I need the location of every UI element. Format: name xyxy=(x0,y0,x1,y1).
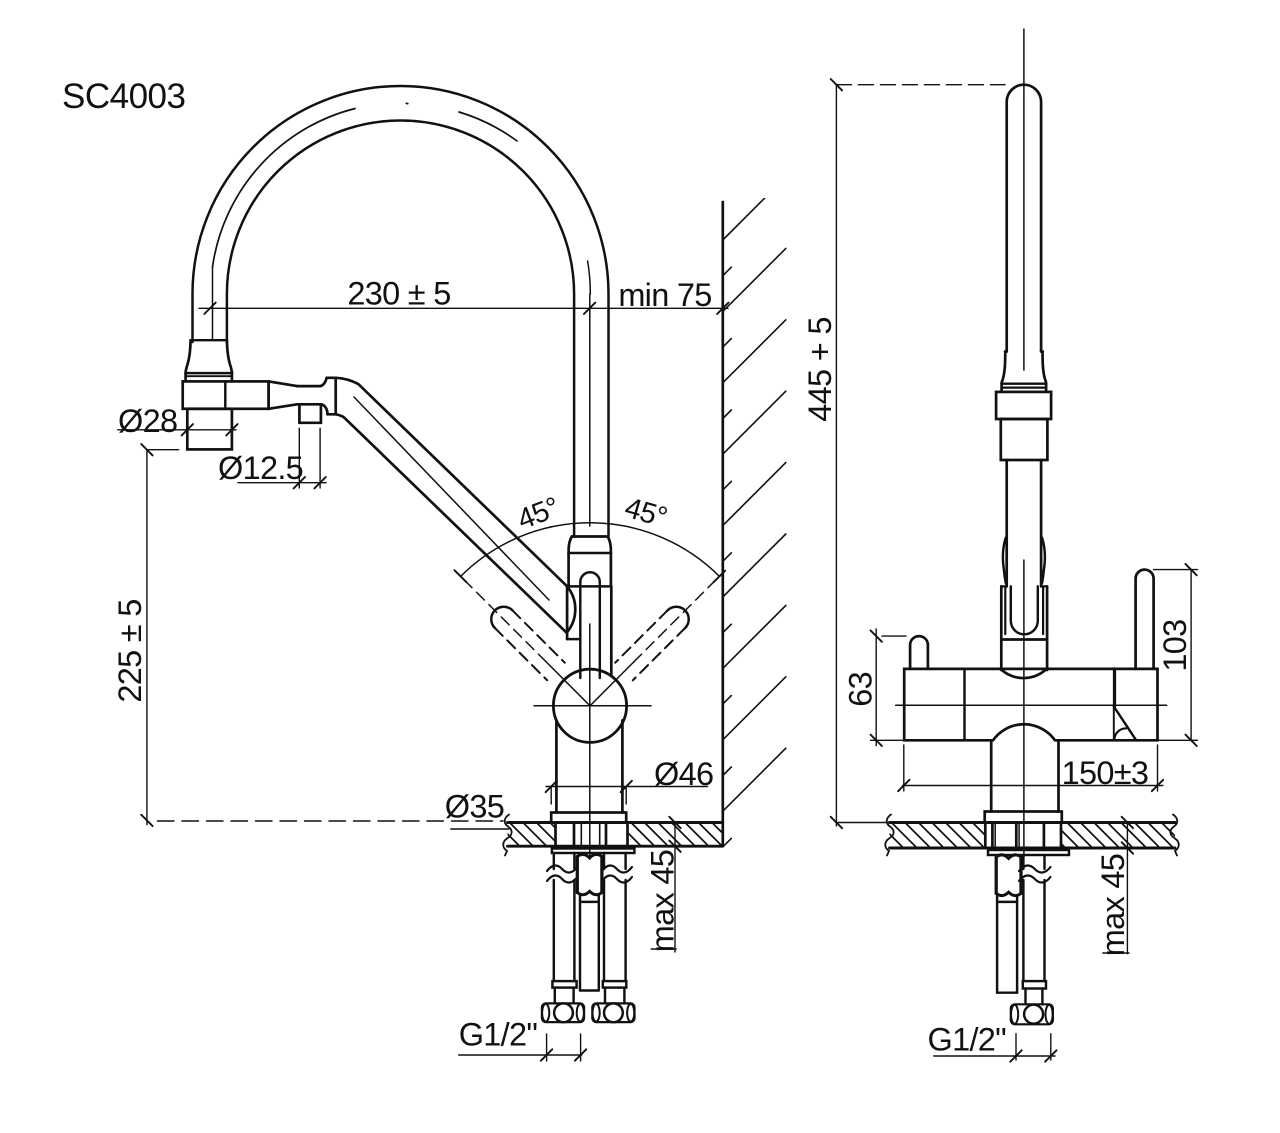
svg-text:max 45: max 45 xyxy=(645,850,681,952)
svg-text:G1/2": G1/2" xyxy=(459,1017,538,1053)
svg-text:Ø46: Ø46 xyxy=(654,756,713,792)
svg-text:Ø12.5: Ø12.5 xyxy=(218,450,303,486)
svg-text:SC4003: SC4003 xyxy=(62,77,185,116)
svg-text:G1/2": G1/2" xyxy=(928,1022,1007,1058)
svg-text:150±3: 150±3 xyxy=(1062,755,1149,791)
svg-text:63: 63 xyxy=(843,672,879,707)
svg-text:min 75: min 75 xyxy=(618,277,711,313)
svg-text:max 45: max 45 xyxy=(1095,854,1131,956)
svg-text:445 + 5: 445 + 5 xyxy=(802,317,838,421)
svg-text:230 ± 5: 230 ± 5 xyxy=(347,276,450,312)
svg-text:Ø28: Ø28 xyxy=(118,403,177,439)
svg-text:225 ± 5: 225 ± 5 xyxy=(112,599,148,702)
svg-text:Ø35: Ø35 xyxy=(445,789,504,825)
svg-text:103: 103 xyxy=(1157,619,1193,671)
